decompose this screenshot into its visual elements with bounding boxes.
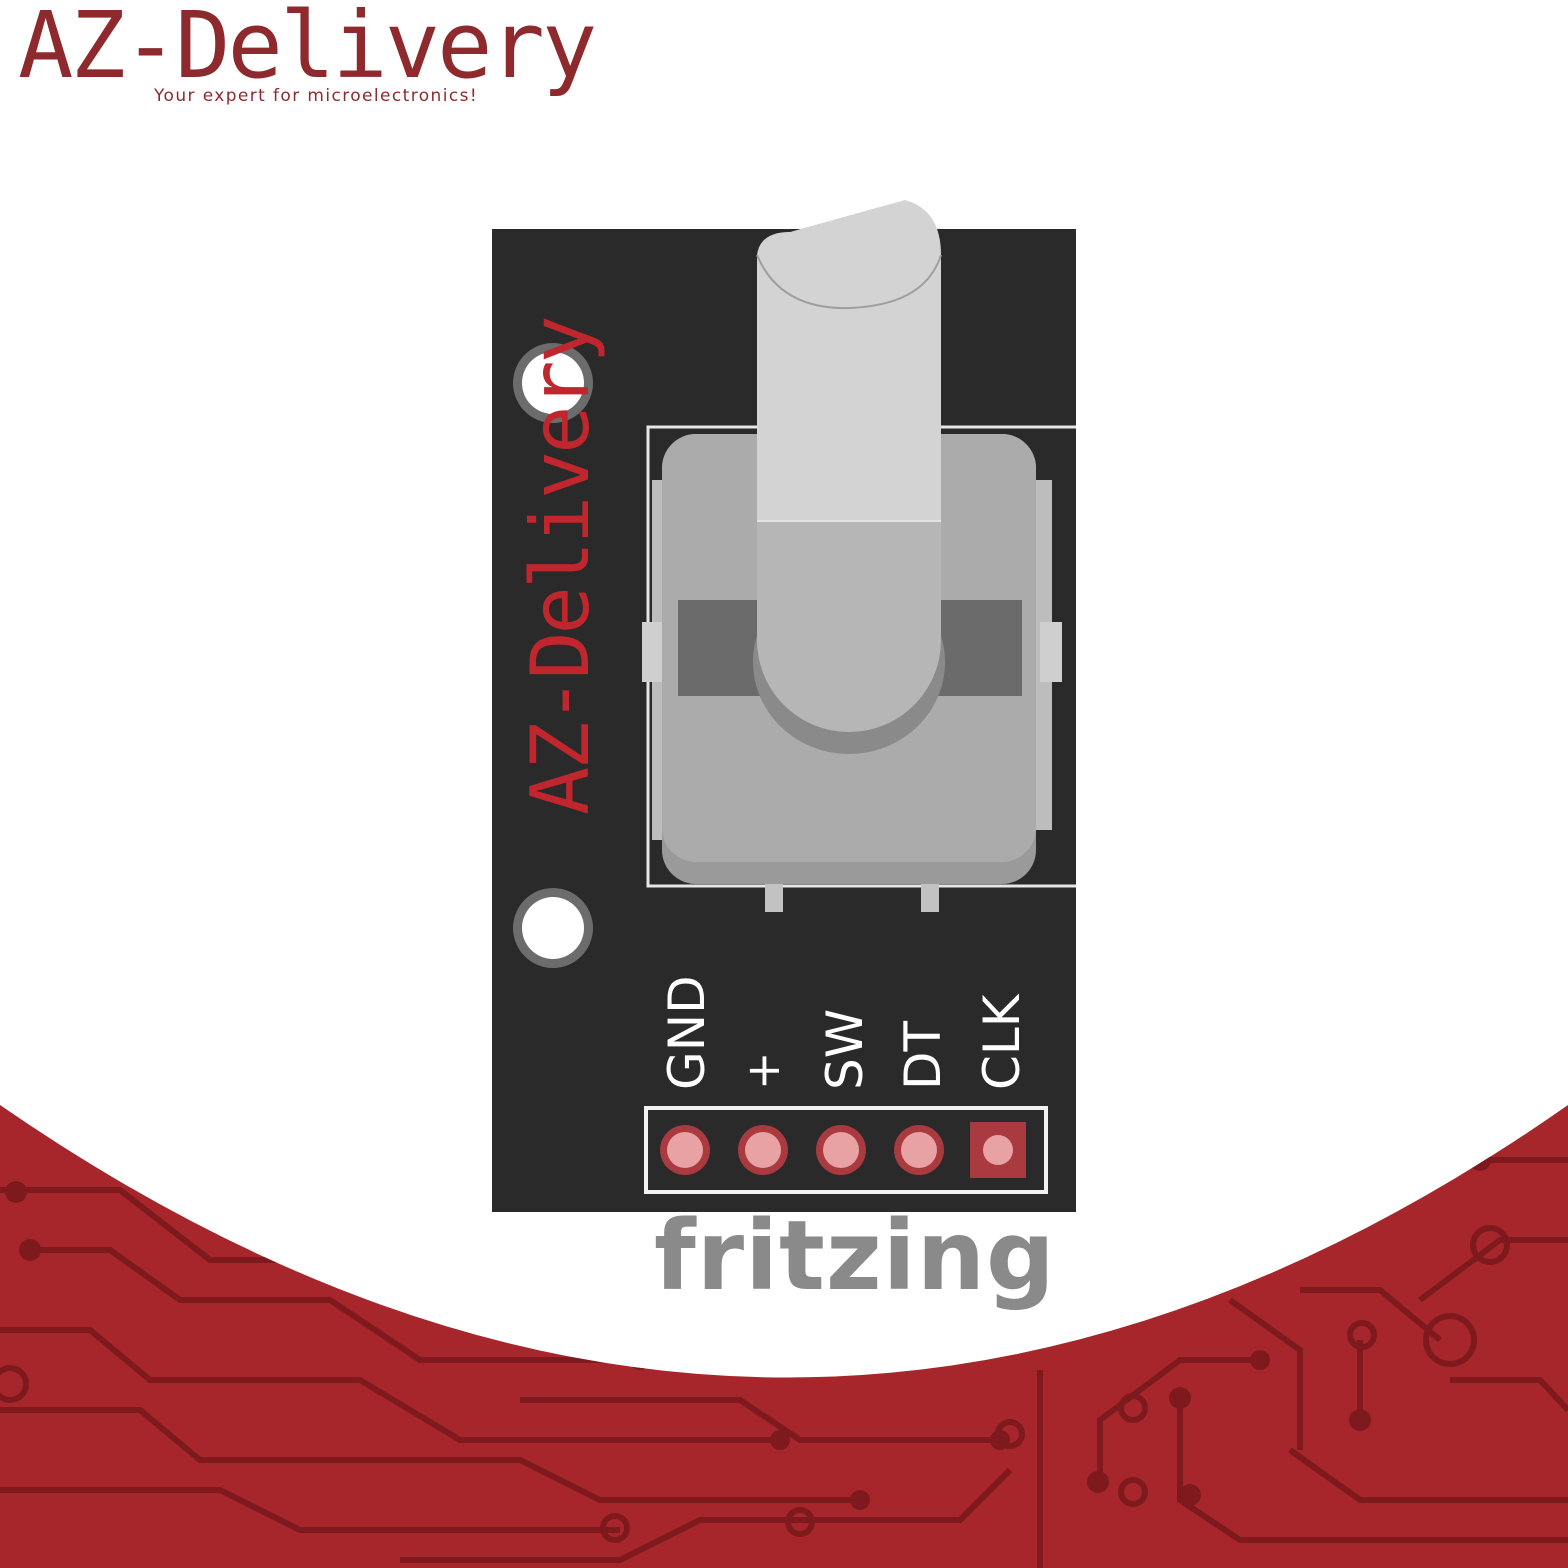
pin-pad [738, 1125, 788, 1175]
rotary-encoder-module: AZ-Delivery GND + SW DT CLK [492, 200, 1076, 1212]
circuit-rings [0, 1225, 1510, 1543]
encoder-clip [1040, 622, 1062, 682]
mounting-hole-icon [513, 343, 593, 423]
pin-label-dt: DT [894, 1020, 952, 1090]
fritzing-logo: fritzing [654, 1200, 1056, 1312]
pin-pad [894, 1125, 944, 1175]
brand-logo: AZ-Delivery Your expert for microelectro… [18, 0, 597, 114]
pin-label-clk: CLK [973, 993, 1031, 1090]
brand-name: AZ-Delivery [18, 0, 597, 99]
pin-pad [660, 1125, 710, 1175]
rotary-encoder-icon [757, 200, 941, 522]
pin-header-outline [644, 1106, 1048, 1194]
pin-pad [816, 1125, 866, 1175]
brand-tagline: Your expert for microelectronics! [154, 86, 479, 106]
shaft-base [757, 520, 941, 732]
encoder-leg [921, 880, 939, 912]
shaft-flat-edge [756, 254, 942, 310]
pcb-logo: AZ-Delivery [514, 317, 607, 815]
mounting-hole-icon [513, 888, 593, 968]
pin-pad-square [970, 1122, 1026, 1178]
encoder-clip [642, 622, 664, 682]
pin-label-vcc: + [736, 1051, 790, 1090]
encoder-leg [765, 880, 783, 912]
pin-label-gnd: GND [658, 975, 716, 1090]
circuit-trace-icon [0, 1157, 1568, 1568]
pin-label-sw: SW [816, 1009, 874, 1090]
circuit-band-fill [0, 1105, 1568, 1568]
